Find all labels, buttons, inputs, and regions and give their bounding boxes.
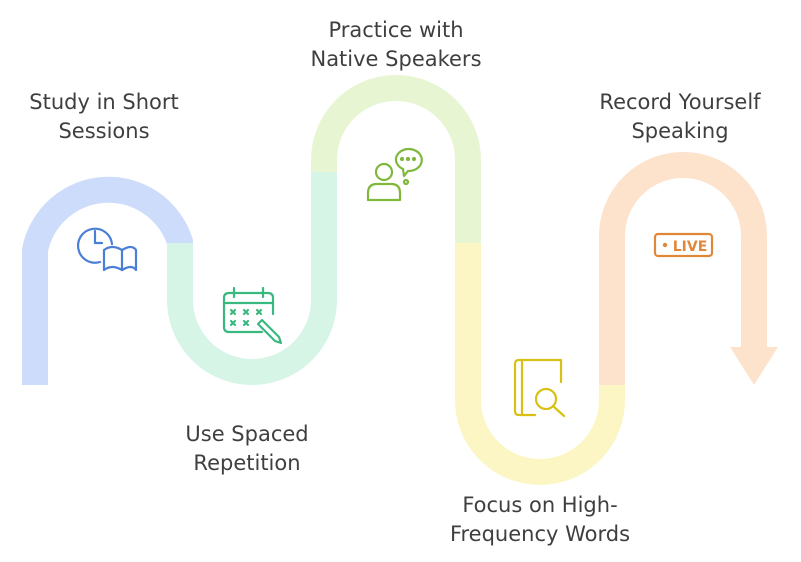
step-label-record: Record Yourself Speaking [599,88,760,146]
clock-book-icon [77,227,138,272]
book-search-icon [513,358,566,418]
step-label-study: Study in Short Sessions [29,88,178,146]
live-badge-icon: LIVE [653,232,714,258]
step-label-practice-line2: Native Speakers [310,47,482,71]
step-label-practice-line1: Practice with [328,18,464,42]
step-label-spaced: Use Spaced Repetition [185,420,308,478]
path-segment-practice [311,75,481,243]
path-segment-spaced [167,172,337,385]
path-segment-focus [455,243,625,485]
step-label-focus-line2: Frequency Words [449,522,631,546]
live-badge-text: LIVE [673,239,708,255]
step-label-focus: Focus on High- Frequency Words [450,491,630,549]
step-label-record-line2: Speaking [631,119,729,143]
person-chat-icon [366,147,423,202]
path-segment-study [22,176,193,385]
path-segment-record [599,152,767,385]
step-label-spaced-line2: Repetition [193,451,301,475]
step-label-spaced-line1: Use Spaced [185,422,309,446]
calendar-pen-icon [222,286,283,345]
step-label-focus-line1: Focus on High- [462,493,618,517]
step-label-study-line1: Study in Short [29,90,179,114]
step-label-study-line2: Sessions [58,119,150,143]
path-arrowhead [730,347,778,385]
step-label-record-line1: Record Yourself [599,90,761,114]
step-label-practice: Practice with Native Speakers [310,16,481,74]
